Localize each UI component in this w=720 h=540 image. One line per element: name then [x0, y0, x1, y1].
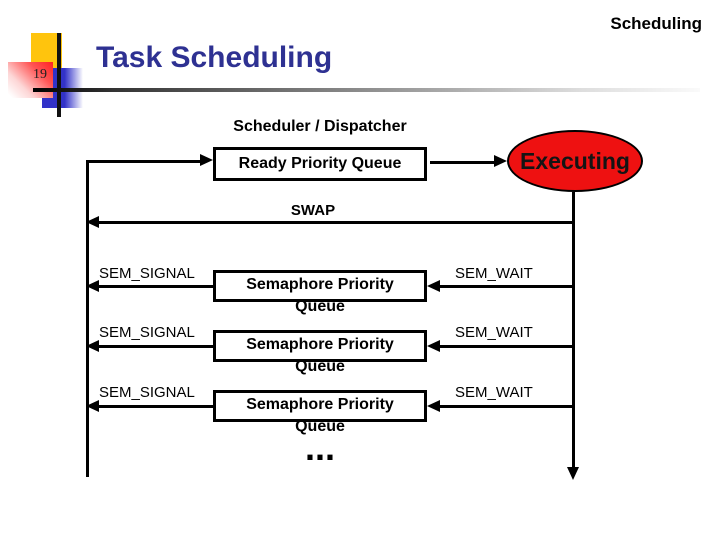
arrowhead-into-executing: [494, 155, 507, 167]
executing-label: Executing: [520, 147, 630, 174]
sem-wait-label: SEM_WAIT: [455, 324, 533, 341]
sem-wait-arrowhead: [427, 400, 440, 412]
executing-down-line: [572, 192, 575, 468]
scheduler-dispatcher-label: Scheduler / Dispatcher: [233, 118, 407, 135]
semaphore-priority-queue-box: Semaphore Priority Queue: [213, 270, 427, 315]
semaphore-queue-label: Semaphore Priority Queue: [246, 336, 394, 375]
sem-signal-arrowhead: [86, 340, 99, 352]
title-underline-rule: [33, 88, 700, 92]
semaphore-queue-label: Semaphore Priority Queue: [246, 396, 394, 435]
sem-wait-line: [440, 345, 575, 348]
swap-line: [99, 221, 573, 224]
sem-signal-label: SEM_SIGNAL: [99, 265, 195, 282]
more-queues-ellipsis: ...: [304, 427, 335, 468]
sem-signal-label: SEM_SIGNAL: [99, 324, 195, 341]
swap-arrowhead: [86, 216, 99, 228]
semaphore-priority-queue-box: Semaphore Priority Queue: [213, 390, 427, 435]
logo-vertical-line: [57, 33, 61, 117]
sem-wait-arrowhead: [427, 280, 440, 292]
sem-signal-line: [99, 405, 213, 408]
executing-ellipse: Executing: [507, 130, 643, 192]
page-number: 19: [33, 67, 47, 82]
logo-red-square: 19: [8, 62, 53, 98]
sem-signal-line: [99, 345, 213, 348]
slide-title: Task Scheduling: [96, 41, 333, 74]
sem-wait-label: SEM_WAIT: [455, 384, 533, 401]
arrowhead-into-ready-queue: [200, 154, 213, 166]
swap-label: SWAP: [290, 202, 336, 219]
sem-signal-line: [99, 285, 213, 288]
arrowhead-down-bottom: [567, 467, 579, 480]
sem-wait-line: [440, 405, 575, 408]
left-return-line: [86, 160, 89, 477]
ready-priority-queue-box: Ready Priority Queue: [213, 147, 427, 181]
section-header-label: Scheduling: [610, 14, 702, 33]
sem-signal-arrowhead: [86, 280, 99, 292]
ready-priority-queue-label: Ready Priority Queue: [238, 155, 402, 172]
semaphore-priority-queue-box: Semaphore Priority Queue: [213, 330, 427, 375]
sem-wait-line: [440, 285, 575, 288]
sem-wait-label: SEM_WAIT: [455, 265, 533, 282]
line-ready-to-executing: [430, 161, 495, 164]
sem-wait-arrowhead: [427, 340, 440, 352]
semaphore-queue-label: Semaphore Priority Queue: [246, 276, 394, 315]
sem-signal-label: SEM_SIGNAL: [99, 384, 195, 401]
sem-signal-arrowhead: [86, 400, 99, 412]
line-into-ready-queue: [86, 160, 201, 163]
